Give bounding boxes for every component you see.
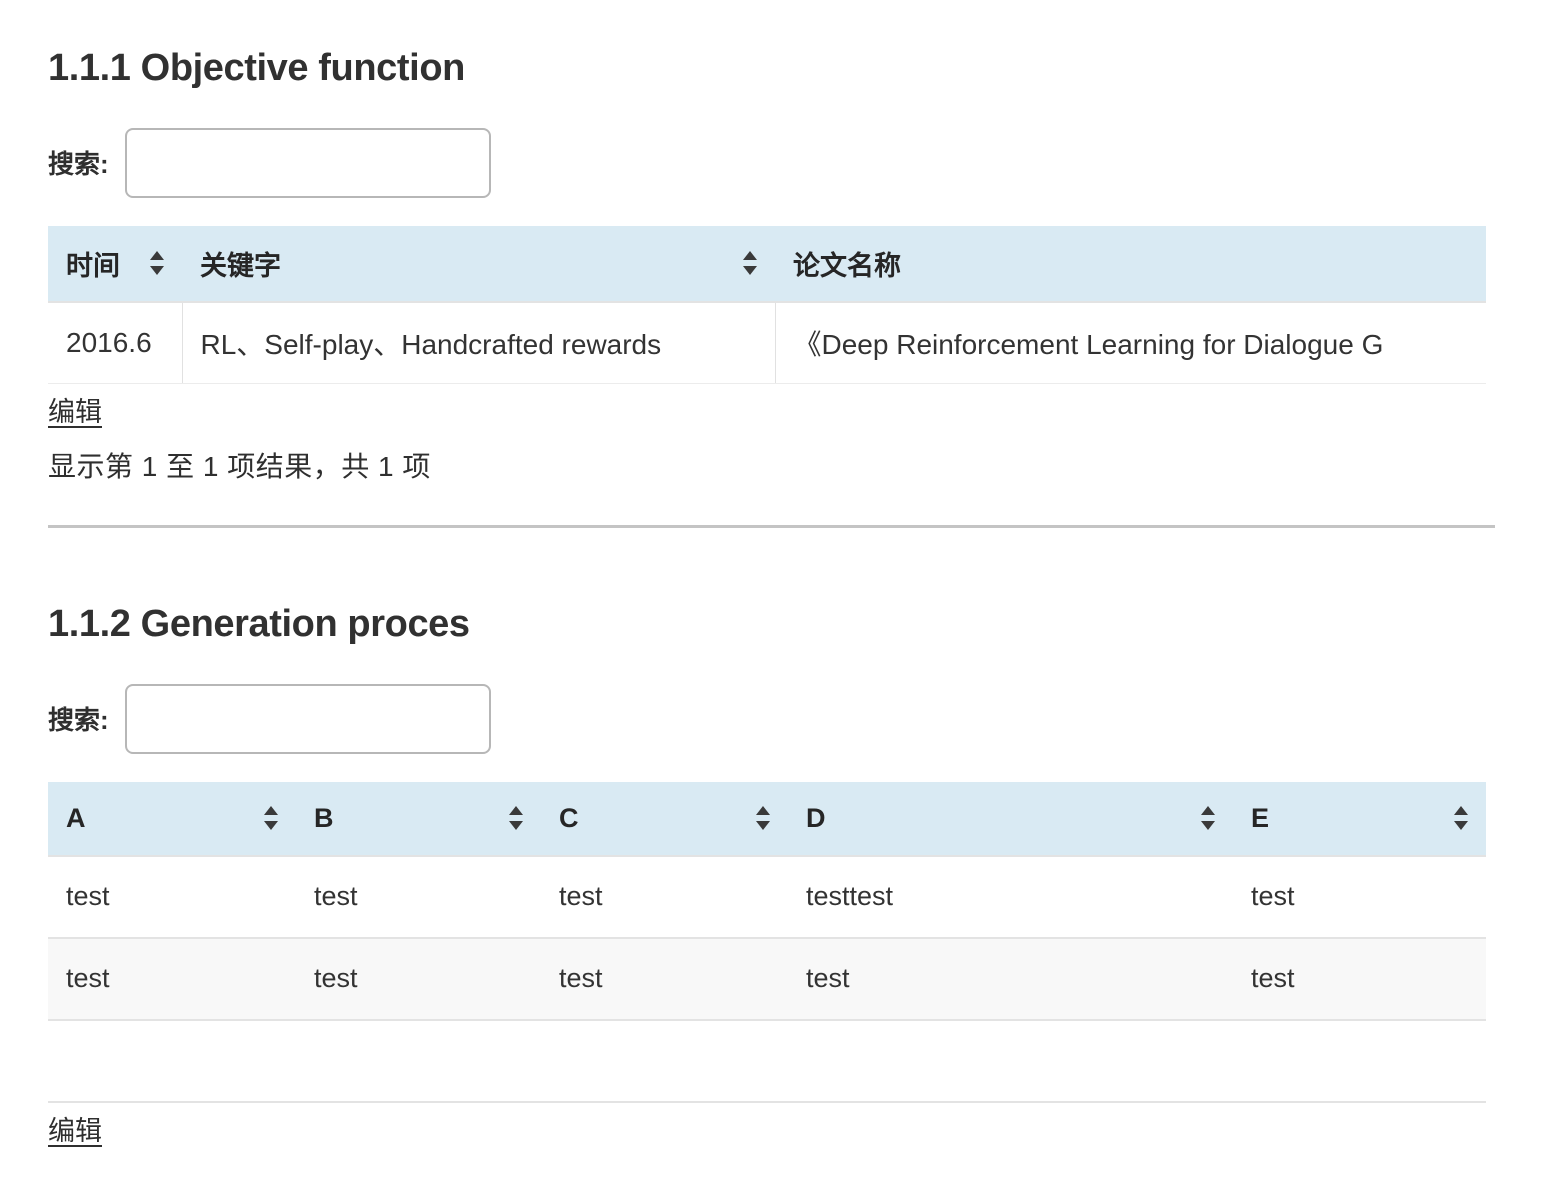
table-info-text: 显示第 1 至 1 项结果，共 1 项	[48, 450, 431, 482]
sort-updown-icon[interactable]	[1454, 805, 1468, 831]
table-container-2: A B C	[48, 781, 1486, 1103]
cell-a	[48, 1019, 296, 1103]
table-body: test test test testtest test test test t…	[48, 855, 1486, 1103]
section-divider	[48, 524, 1495, 528]
sort-updown-icon[interactable]	[1201, 805, 1215, 831]
table-container-1: 时间 关键字 论文名称	[48, 225, 1486, 384]
table-row[interactable]: test test test testtest test	[48, 855, 1486, 939]
edit-link[interactable]: 编辑	[48, 396, 102, 427]
cell-time: 2016.6	[48, 301, 183, 384]
page-title: 1.1.1 Objective function	[48, 47, 465, 89]
cell-e: test	[1233, 855, 1486, 939]
search-input[interactable]	[124, 683, 491, 754]
table-header-row: A B C	[48, 781, 1486, 857]
section-generation-process: 1.1.2 Generation proces 搜索: A	[48, 602, 1496, 1148]
cell-d: testtest	[788, 855, 1233, 939]
sort-updown-icon[interactable]	[150, 250, 164, 276]
search-row-1: 搜索:	[48, 127, 1496, 198]
cell-c	[541, 1019, 788, 1103]
cell-a: test	[48, 855, 296, 939]
cell-a: test	[48, 937, 296, 1021]
page-title: 1.1.2 Generation proces	[48, 602, 470, 645]
table-row[interactable]	[48, 1019, 1486, 1103]
column-header-label: E	[1251, 802, 1270, 833]
column-header-time[interactable]: 时间	[48, 225, 182, 303]
cell-e: test	[1233, 937, 1486, 1021]
section-objective-function: 1.1.1 Objective function 搜索: 时间	[48, 0, 1496, 528]
search-label: 搜索:	[48, 705, 109, 736]
papers-table: 时间 关键字 论文名称	[48, 225, 1486, 384]
column-header-label: 关键字	[200, 250, 281, 281]
cell-d	[788, 1019, 1233, 1103]
cell-e	[1233, 1019, 1486, 1103]
sort-updown-icon[interactable]	[509, 805, 523, 831]
table-head: 时间 关键字 论文名称	[48, 225, 1486, 303]
search-row-2: 搜索:	[48, 683, 1496, 754]
column-header-label: C	[559, 802, 579, 833]
column-header-label: D	[806, 802, 826, 833]
cell-keywords: RL、Self-play、Handcrafted rewards	[182, 301, 776, 384]
sort-updown-icon[interactable]	[756, 805, 770, 831]
cell-c: test	[541, 855, 788, 939]
column-header-label: A	[66, 802, 86, 833]
search-input[interactable]	[124, 127, 491, 198]
column-header-label: B	[314, 802, 334, 833]
search-label: 搜索:	[48, 149, 109, 180]
cell-paper-name: 《Deep Reinforcement Learning for Dialogu…	[775, 301, 1486, 384]
column-header-label: 时间	[66, 250, 120, 281]
table-row[interactable]: 2016.6 RL、Self-play、Handcrafted rewards …	[48, 301, 1486, 384]
cell-b: test	[296, 855, 541, 939]
sort-updown-icon[interactable]	[264, 805, 278, 831]
table-header-row: 时间 关键字 论文名称	[48, 225, 1486, 303]
table-row[interactable]: test test test test test	[48, 937, 1486, 1021]
cell-b	[296, 1019, 541, 1103]
table-head: A B C	[48, 781, 1486, 857]
cell-d: test	[788, 937, 1233, 1021]
edit-link[interactable]: 编辑	[48, 1115, 102, 1146]
sort-updown-icon[interactable]	[743, 250, 757, 276]
cell-b: test	[296, 937, 541, 1021]
cell-c: test	[541, 937, 788, 1021]
column-header-a[interactable]: A	[48, 781, 296, 857]
column-header-b[interactable]: B	[296, 781, 541, 857]
column-header-paper-name[interactable]: 论文名称	[775, 225, 1486, 303]
generation-table: A B C	[48, 781, 1486, 1103]
column-header-label: 论文名称	[793, 250, 901, 281]
column-header-keywords[interactable]: 关键字	[182, 225, 775, 303]
column-header-e[interactable]: E	[1233, 781, 1486, 857]
column-header-c[interactable]: C	[541, 781, 788, 857]
column-header-d[interactable]: D	[788, 781, 1233, 857]
table-body: 2016.6 RL、Self-play、Handcrafted rewards …	[48, 301, 1486, 384]
